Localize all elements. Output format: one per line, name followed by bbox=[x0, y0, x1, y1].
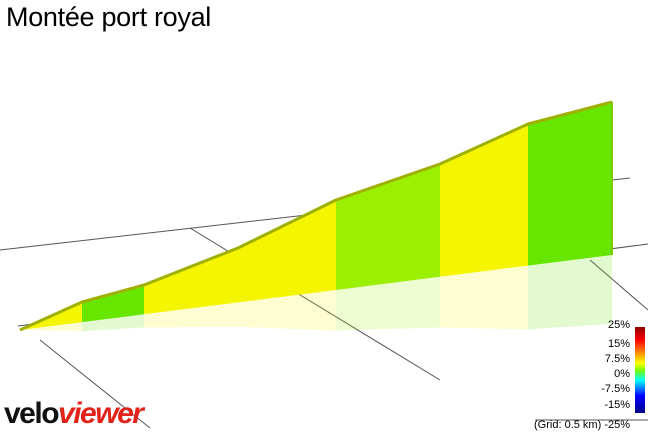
gradient-color-scale bbox=[635, 327, 645, 413]
profile-segment bbox=[144, 248, 238, 315]
reflection-segment bbox=[528, 255, 612, 330]
reflection-segment bbox=[20, 322, 82, 332]
profile-segment bbox=[82, 285, 144, 323]
scale-tick: 15% bbox=[607, 338, 630, 350]
profile-segment bbox=[440, 124, 528, 277]
profile-segment bbox=[528, 102, 612, 266]
profile-segment bbox=[336, 164, 440, 290]
reflection-segment bbox=[336, 276, 440, 331]
reflection-segment bbox=[82, 314, 144, 332]
chart-title: Montée port royal bbox=[6, 2, 212, 32]
grid-note: (Grid: 0.5 km) -25% bbox=[534, 419, 630, 431]
reflection-segment bbox=[144, 302, 238, 328]
scale-tick: -15% bbox=[604, 399, 630, 411]
reflection-segment bbox=[440, 265, 528, 330]
veloviewer-logo: veloviewer bbox=[4, 397, 144, 430]
profile-segment bbox=[238, 200, 336, 303]
profile-faces bbox=[20, 102, 612, 330]
scale-tick: 25% bbox=[607, 319, 630, 331]
profile-reflection bbox=[20, 255, 612, 332]
scale-tick: -7.5% bbox=[601, 383, 630, 395]
profile-ridge bbox=[19, 100, 613, 332]
reflection-segment bbox=[238, 289, 336, 331]
scale-tick: 0% bbox=[614, 368, 630, 380]
grid-line bbox=[589, 259, 648, 311]
scale-tick: 7.5% bbox=[604, 353, 630, 365]
ridge-line bbox=[19, 100, 613, 332]
grid-line bbox=[39, 339, 151, 429]
